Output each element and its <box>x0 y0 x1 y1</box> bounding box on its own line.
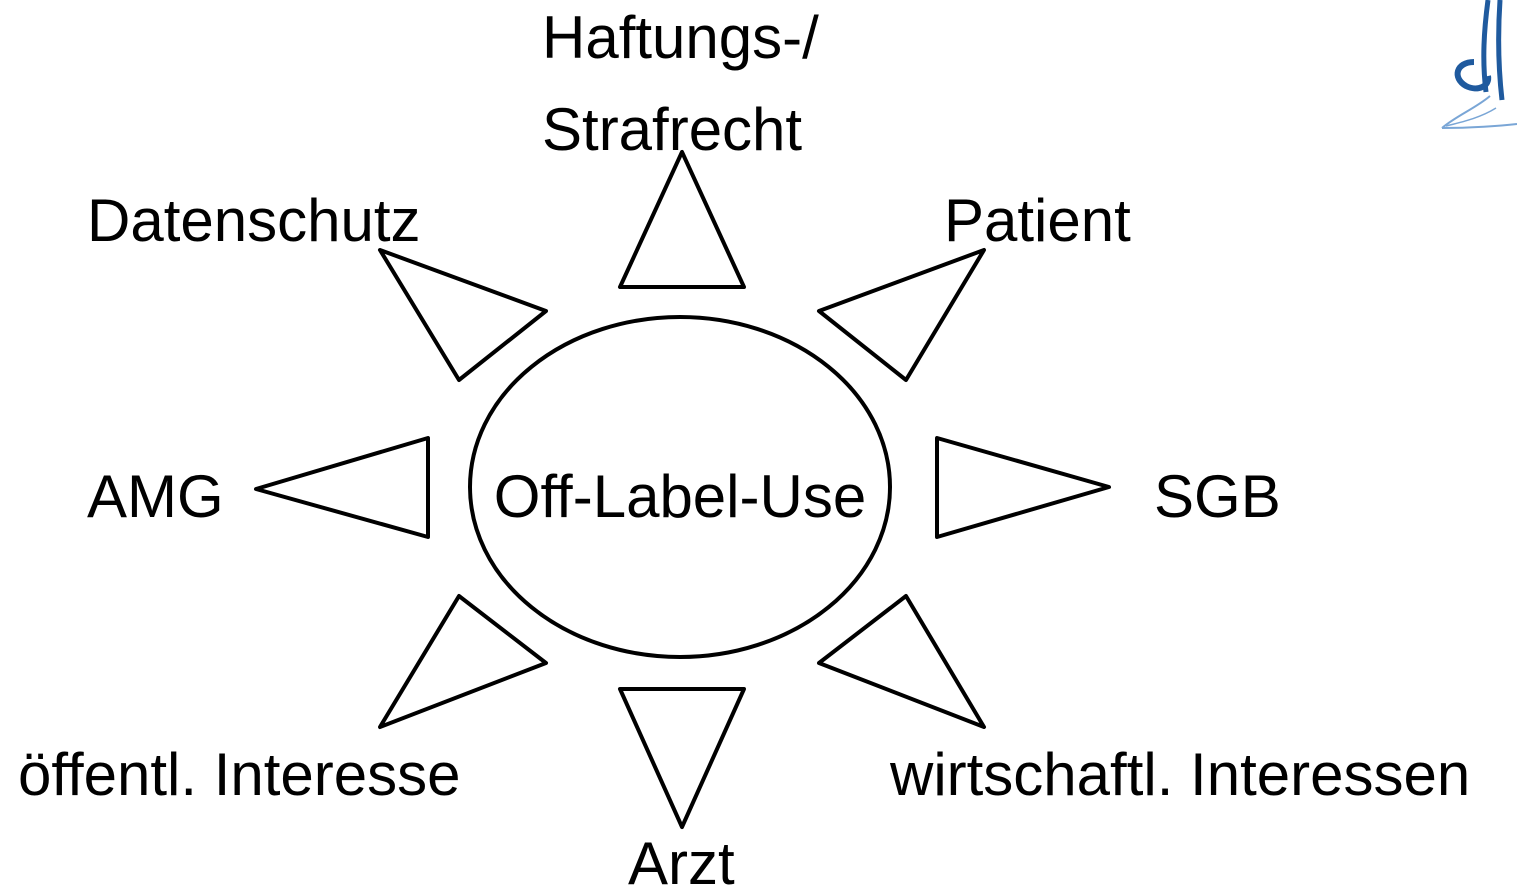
label-datenschutz: Datenschutz <box>87 187 421 254</box>
label-haftung-line1: Haftungs-/ <box>542 4 819 71</box>
ray-bottom <box>618 687 746 829</box>
label-amg: AMG <box>87 463 224 530</box>
label-patient: Patient <box>944 187 1131 254</box>
ray-top-left <box>378 248 548 382</box>
label-sgb: SGB <box>1154 463 1281 530</box>
center-ellipse <box>468 315 892 659</box>
ray-bottom-right <box>817 594 986 729</box>
center-label: Off-Label-Use <box>494 463 866 530</box>
label-haftung-line2: Strafrecht <box>542 96 802 163</box>
ray-right <box>935 436 1111 539</box>
ray-left <box>254 436 430 539</box>
label-oeffentl-interesse: öffentl. Interesse <box>18 741 461 808</box>
ray-bottom-left <box>378 594 548 729</box>
ray-top <box>618 150 746 289</box>
label-wirtschaftl-interessen: wirtschaftl. Interessen <box>889 741 1470 808</box>
paragraph-figure-logo-icon <box>1441 0 1517 129</box>
ray-top-right <box>817 248 986 382</box>
label-arzt: Arzt <box>628 830 735 891</box>
